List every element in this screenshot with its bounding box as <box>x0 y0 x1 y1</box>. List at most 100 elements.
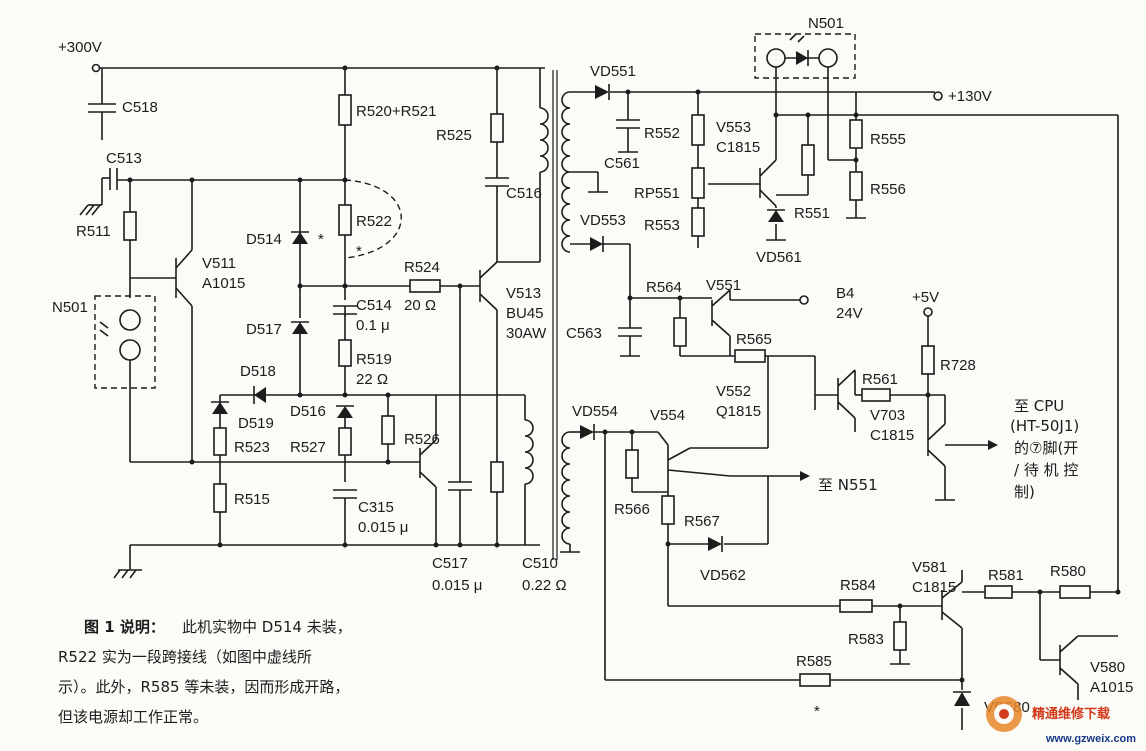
resistor-r556 <box>849 171 863 201</box>
label-r566: R566 <box>614 501 650 518</box>
diode-d517 <box>291 321 309 334</box>
caption-title: 图 1 说明： <box>84 618 165 636</box>
caption-line1: 此机实物中 D514 未装， <box>182 618 352 636</box>
component-labels: +300V C518 C513 R511 V511 A1015 N501 R52… <box>52 15 1133 720</box>
diode-vd562 <box>708 536 723 552</box>
label-v581-type: C1815 <box>912 579 956 596</box>
resistor-c510 <box>490 461 504 493</box>
led-n501-top <box>766 33 838 68</box>
label-c510: C510 <box>522 555 558 572</box>
label-v552: V552 <box>716 383 751 400</box>
label-r564: R564 <box>646 279 682 296</box>
diode-d516 <box>336 405 354 418</box>
label-v580-type: A1015 <box>1090 679 1133 696</box>
label-v703: V703 <box>870 407 905 424</box>
label-vd561: VD561 <box>756 249 802 266</box>
label-cpu-line2: (HT-50J1) <box>1010 417 1079 435</box>
diode-d518 <box>253 386 266 404</box>
resistor-r553 <box>691 207 705 237</box>
resistor-r566 <box>625 449 639 479</box>
label-c517: C517 <box>432 555 468 572</box>
label-c315: C315 <box>358 499 394 516</box>
resistor-r551 <box>801 144 815 176</box>
label-cpu-line4: / 待 机 控 <box>1014 461 1078 479</box>
label-r584: R584 <box>840 577 876 594</box>
label-r527: R527 <box>290 439 326 456</box>
label-v553-type: C1815 <box>716 139 760 156</box>
label-r526: R526 <box>404 431 440 448</box>
label-vd562: VD562 <box>700 567 746 584</box>
label-d519: D519 <box>238 415 274 432</box>
diode-vd554 <box>580 424 595 440</box>
label-r580: R580 <box>1050 563 1086 580</box>
label-cpu-line1: 至 CPU <box>1014 397 1064 415</box>
resistor-r520 <box>338 94 352 126</box>
caption-line3: 示）。此外，R585 等未装，因而形成开路， <box>58 678 349 696</box>
label-v511-type: A1015 <box>202 275 245 292</box>
label-r565: R565 <box>736 331 772 348</box>
label-c517-val: 0.015 μ <box>432 577 482 594</box>
diode-d514 <box>291 231 309 244</box>
label-r519: R519 <box>356 351 392 368</box>
label-v513: V513 <box>506 285 541 302</box>
resistor-r565 <box>734 349 766 363</box>
resistor-r555 <box>849 119 863 149</box>
label-r583: R583 <box>848 631 884 648</box>
label-c510-val: 0.22 Ω <box>522 577 567 594</box>
label-v703-type: C1815 <box>870 427 914 444</box>
label-vd553: VD553 <box>580 212 626 229</box>
label-c513: C513 <box>106 150 142 167</box>
wires-secondary <box>560 33 1119 730</box>
resistor-r526 <box>381 415 395 445</box>
caption-line4: 但该电源却工作正常。 <box>58 708 208 726</box>
potentiometer-rp551 <box>691 167 705 199</box>
resistor-r581 <box>984 585 1013 599</box>
label-cpu-line3: 的⑦脚(开 <box>1014 439 1078 457</box>
label-vd551: VD551 <box>590 63 636 80</box>
label-r551: R551 <box>794 205 830 222</box>
resistor-r515 <box>213 483 227 513</box>
label-v581: V581 <box>912 559 947 576</box>
label-c514-val: 0.1 μ <box>356 317 390 334</box>
label-to-n551: 至 N551 <box>818 476 878 494</box>
resistor-r519 <box>338 339 352 367</box>
label-b4-val: 24V <box>836 305 863 322</box>
label-c514: C514 <box>356 297 392 314</box>
label-r519-val: 22 Ω <box>356 371 388 388</box>
label-r524-val: 20 Ω <box>404 297 436 314</box>
label-v554: V554 <box>650 407 685 424</box>
label-r522-star: * <box>356 243 362 260</box>
label-c516: C516 <box>506 185 542 202</box>
label-v552-type: Q1815 <box>716 403 761 420</box>
label-d516: D516 <box>290 403 326 420</box>
resistor-r584 <box>839 599 873 613</box>
label-v513-type2: 30AW <box>506 325 547 342</box>
watermark-url: www.gzweix.com <box>1045 733 1136 745</box>
watermark-name: 精通维修下载 <box>1032 706 1110 722</box>
resistor-r524 <box>409 279 441 293</box>
label-r525: R525 <box>436 127 472 144</box>
label-v513-type1: BU45 <box>506 305 544 322</box>
resistor-r527 <box>338 427 352 456</box>
label-r511: R511 <box>76 223 111 240</box>
label-r522: R522 <box>356 213 392 230</box>
resistor-r580 <box>1059 585 1091 599</box>
label-r728: R728 <box>940 357 976 374</box>
watermark-logo-icon <box>986 696 1022 732</box>
resistor-r525 <box>490 113 504 143</box>
resistor-r561 <box>861 388 891 402</box>
diode-vd551 <box>595 84 610 100</box>
label-r515: R515 <box>234 491 270 508</box>
resistor-r511 <box>123 211 137 241</box>
label-r556: R556 <box>870 181 906 198</box>
label-b4: B4 <box>836 285 854 302</box>
label-v551: V551 <box>706 277 741 294</box>
components-primary <box>99 65 504 548</box>
diode-vd553 <box>590 236 604 252</box>
resistor-r583 <box>893 621 907 651</box>
label-v300: +300V <box>58 39 102 56</box>
label-r585-star: * <box>814 703 820 720</box>
label-r523: R523 <box>234 439 270 456</box>
label-r585: R585 <box>796 653 832 670</box>
